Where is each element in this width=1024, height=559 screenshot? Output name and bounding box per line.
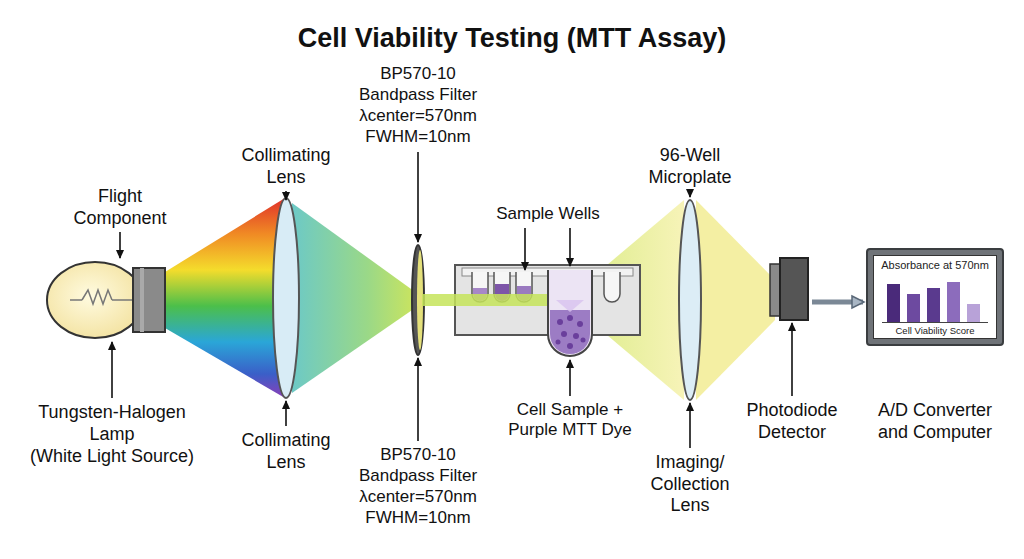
bar xyxy=(947,282,960,322)
bar xyxy=(887,284,900,322)
part-label: Tungsten-Halogen Lamp xyxy=(32,402,192,445)
monitor-screen: Absorbance at 570nmCell Viability Score xyxy=(873,255,997,339)
part-label: Bandpass Filter xyxy=(359,85,477,105)
part-label: λcenter=570nm xyxy=(359,106,477,126)
signal-arrow xyxy=(812,300,863,305)
part-label: Collimating Lens xyxy=(231,145,341,188)
part-label: 96-Well Microplate xyxy=(635,145,745,188)
part-label: Cell Sample + Purple MTT Dye xyxy=(495,400,645,441)
bar xyxy=(927,288,940,322)
diagram-title: Cell Viability Testing (MTT Assay) xyxy=(0,22,1024,54)
part-label: BP570-10 xyxy=(380,445,456,465)
part-label: Sample Wells xyxy=(496,204,600,224)
bar xyxy=(967,304,980,322)
chart-axis-label: Cell Viability Score xyxy=(874,325,996,336)
detector-label: Photodiode Detector xyxy=(737,400,847,443)
part-label: Bandpass Filter xyxy=(359,466,477,486)
chart-title: Absorbance at 570nm xyxy=(874,259,996,272)
part-label: Flight Component xyxy=(70,186,170,229)
computer-label: A/D Converter and Computer xyxy=(865,400,1005,443)
photodiode-detector: Photodiode Detector xyxy=(770,258,808,320)
part-label: Collimating Lens xyxy=(231,430,341,473)
computer-monitor: Absorbance at 570nmCell Viability ScoreA… xyxy=(866,248,1004,346)
part-label: λcenter=570nm xyxy=(359,487,477,507)
part-label: FWHM=10nm xyxy=(365,508,470,528)
part-label: BP570-10 xyxy=(380,64,456,84)
bar xyxy=(907,294,920,322)
part-label: FWHM=10nm xyxy=(365,127,470,147)
part-label: (White Light Source) xyxy=(30,446,194,468)
part-label: Imaging/ Collection Lens xyxy=(635,452,745,517)
axis xyxy=(882,322,988,323)
